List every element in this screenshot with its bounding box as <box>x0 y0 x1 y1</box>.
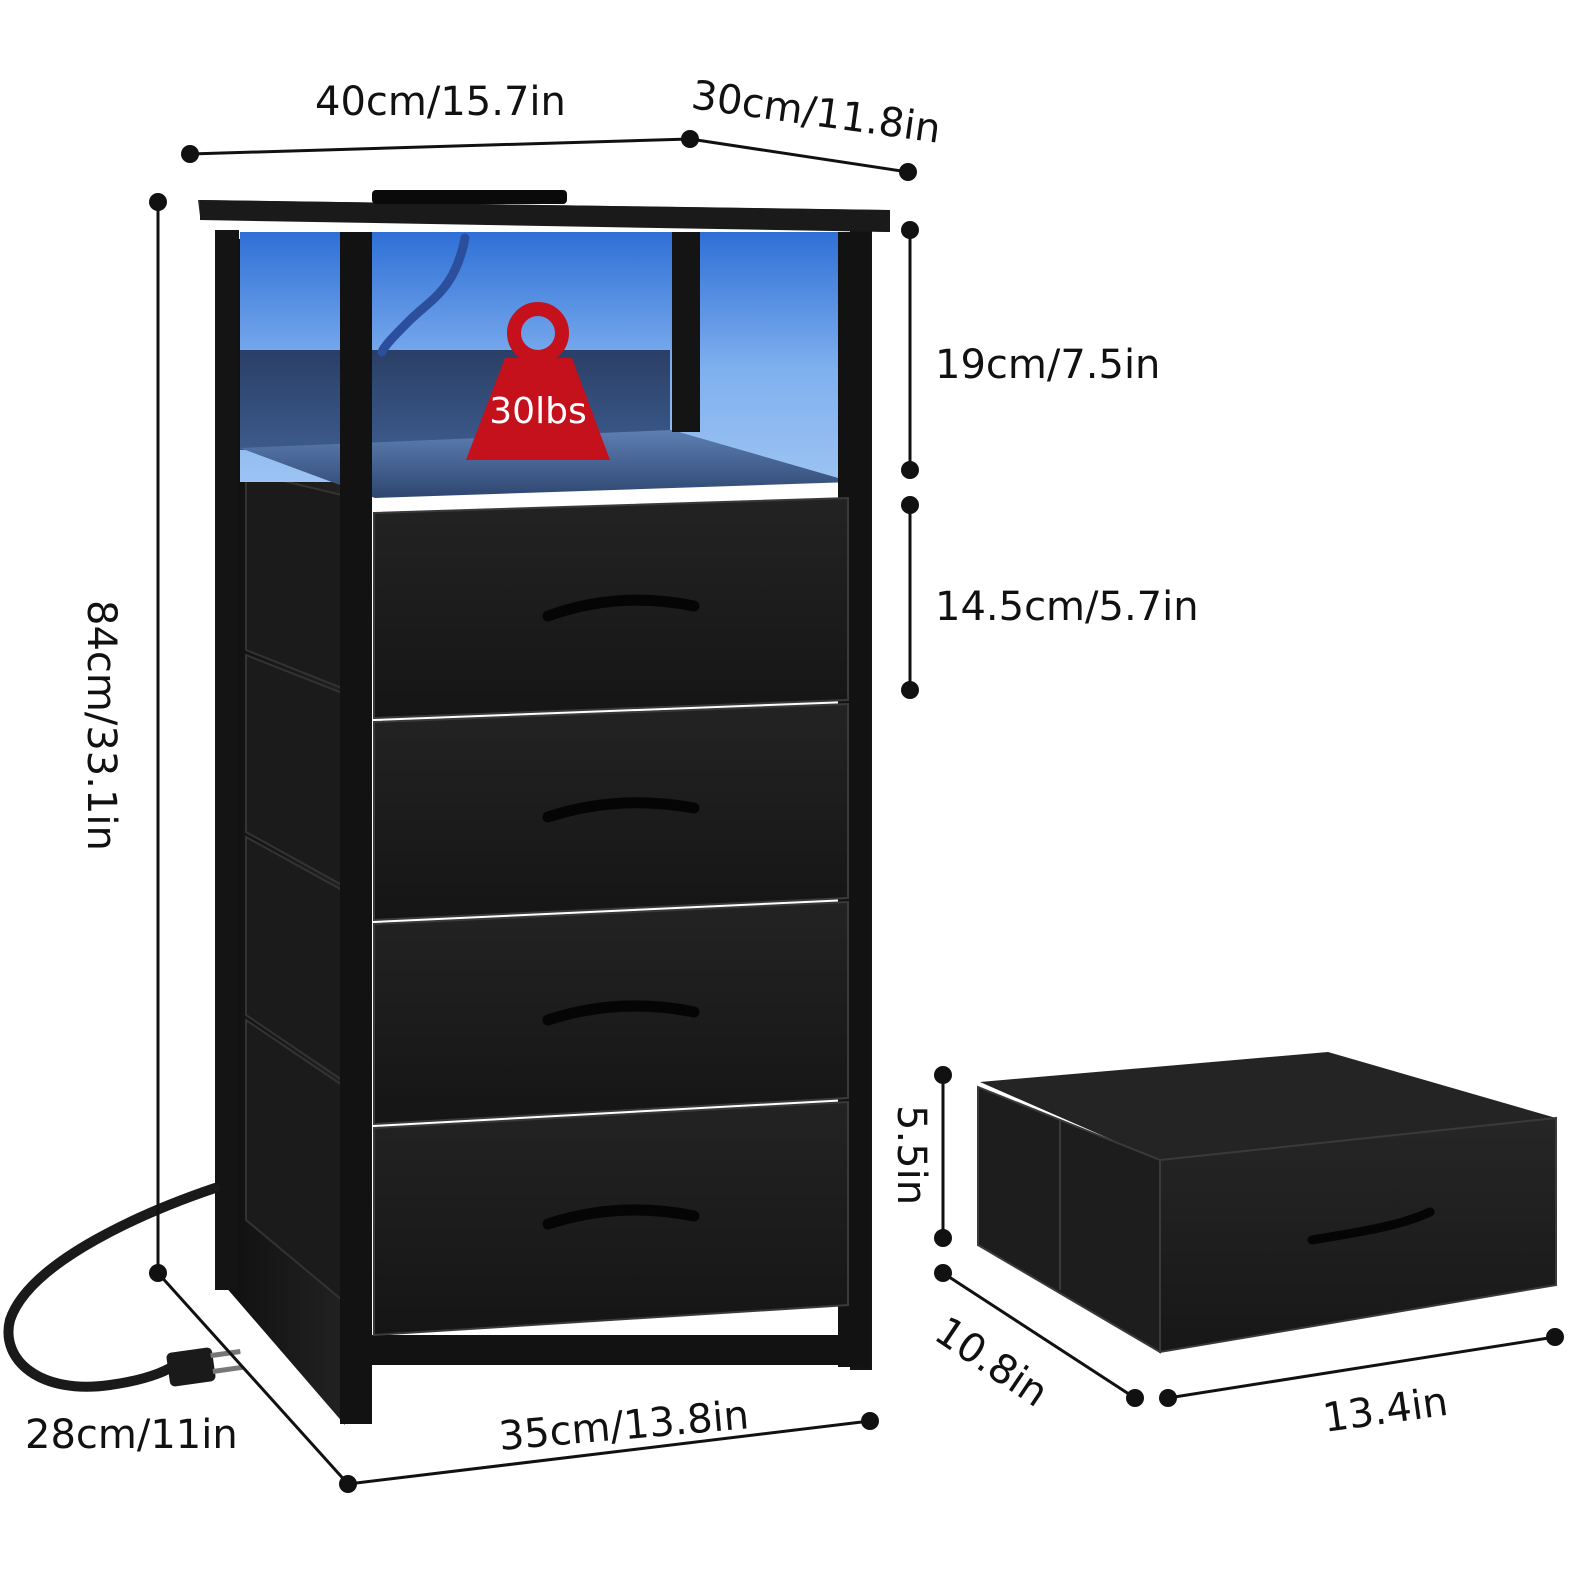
drawer-1[interactable] <box>373 496 849 720</box>
bottom-depth-label: 28cm/11in <box>25 1412 238 1458</box>
power-cord <box>3 1183 220 1392</box>
drawer-handle <box>542 594 700 622</box>
top-depth-label: 30cm/11.8in <box>689 72 944 152</box>
drawer-height-label: 14.5cm/5.7in <box>935 584 1199 630</box>
weight-capacity-label: 30lbs <box>489 391 586 432</box>
front-left-leg <box>340 232 372 1424</box>
drawer-handle <box>542 797 700 823</box>
top-width-label: 40cm/15.7in <box>315 79 566 125</box>
bottom-rail <box>340 1335 870 1365</box>
shelf-floor <box>240 430 852 498</box>
charging-port <box>372 190 567 204</box>
drawer-handle <box>542 1000 700 1026</box>
drawer-stack <box>373 496 849 1337</box>
nightstand-top-edge <box>200 200 890 232</box>
drawer-2[interactable] <box>373 702 849 922</box>
bin-width-label: 13.4in <box>1320 1379 1451 1442</box>
power-plug-icon <box>166 1347 243 1387</box>
nightstand: 30lbs <box>3 190 890 1425</box>
weight-capacity-badge: 30lbs <box>466 302 610 460</box>
drawer-4[interactable] <box>373 1100 849 1337</box>
shelf-divider-post <box>672 232 700 432</box>
bin-handle <box>1307 1207 1435 1245</box>
dimension-lines <box>149 130 1564 1493</box>
bin-depth-label: 10.8in <box>926 1308 1056 1416</box>
drawer-3[interactable] <box>373 900 849 1126</box>
back-left-leg <box>215 230 239 1290</box>
bin-height-label: 5.5in <box>888 1105 934 1205</box>
power-cable-shelf <box>377 233 470 357</box>
total-height-label: 84cm/33.1in <box>78 600 124 851</box>
drawer-handle <box>542 1204 700 1230</box>
shelf-height-label: 19cm/7.5in <box>935 342 1160 388</box>
fabric-storage-bin <box>977 1052 1557 1354</box>
side-drawer-faces <box>245 470 343 1303</box>
